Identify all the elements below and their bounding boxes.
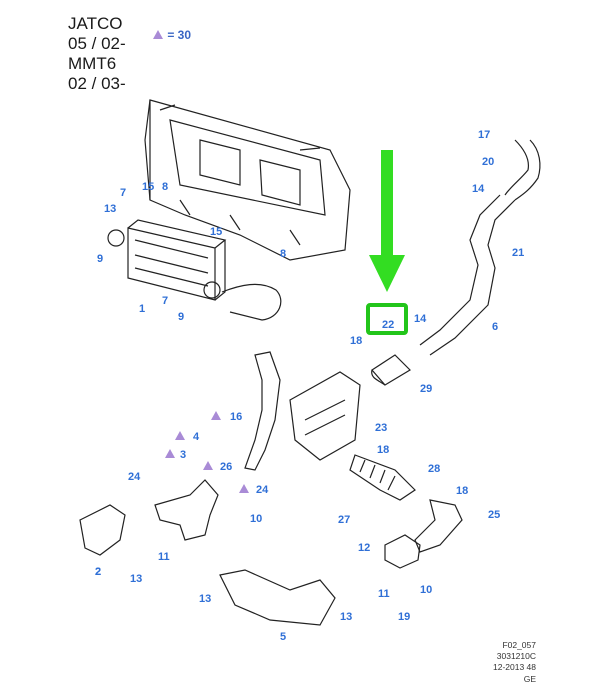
bracket-12	[384, 534, 421, 569]
callout-24: 24	[256, 484, 269, 496]
callout-12: 12	[358, 542, 370, 554]
callout-23: 23	[375, 422, 387, 434]
callout-24: 24	[128, 471, 141, 483]
callout-13: 13	[130, 573, 142, 585]
callout-18: 18	[377, 444, 389, 456]
callout-21: 21	[512, 247, 524, 259]
callout-25: 25	[488, 509, 500, 521]
callout-15: 15	[142, 181, 154, 193]
arrow-icon	[369, 150, 405, 292]
callout-20: 20	[482, 156, 494, 168]
callout-10: 10	[420, 584, 432, 596]
callout-8: 8	[280, 248, 286, 260]
callout-7: 7	[120, 187, 126, 199]
callout-4: 4	[193, 431, 200, 443]
callout-2: 2	[95, 566, 101, 578]
triangle-icon	[239, 484, 249, 493]
callout-16: 16	[230, 411, 242, 423]
callout-8: 8	[162, 181, 168, 193]
footer-line-3: 12-2013 48	[492, 662, 536, 672]
callout-2: 2	[95, 566, 101, 578]
callout-5: 5	[280, 631, 286, 643]
callout-15: 15	[210, 226, 222, 238]
callout-6: 6	[492, 321, 498, 333]
legend: = 30	[152, 28, 191, 42]
triangle-icon	[153, 30, 163, 39]
model-title-1: JATCO	[68, 14, 123, 33]
footer-line-1: F02_057	[502, 640, 536, 650]
callout-10: 10	[250, 513, 262, 525]
callout-17: 17	[478, 129, 490, 141]
callout-9: 9	[178, 311, 184, 323]
triangle-icon	[165, 449, 175, 458]
intercooler	[107, 219, 227, 301]
elbow-2	[79, 504, 126, 556]
callout-11: 11	[158, 551, 170, 563]
callout-7: 7	[162, 295, 168, 307]
callout-29: 29	[420, 383, 432, 395]
callout-1: 1	[139, 303, 145, 315]
footer-line-4: GE	[523, 674, 536, 684]
callout-27: 27	[338, 514, 350, 526]
model-title-2: 05 / 02-	[68, 34, 126, 53]
model-title-4: 02 / 03-	[68, 74, 126, 93]
callout-28: 28	[428, 463, 440, 475]
callout-19: 19	[398, 611, 410, 623]
hose-5	[219, 569, 336, 626]
pipe-assembly-lower	[154, 479, 219, 541]
triangle-icon	[175, 431, 185, 440]
footer-line-2: 3031210C	[496, 651, 536, 661]
model-title-3: MMT6	[68, 54, 117, 73]
callout-22: 22	[382, 319, 394, 331]
hose-16	[244, 351, 281, 471]
duct-23	[289, 371, 361, 461]
callout-3: 3	[180, 449, 186, 461]
hose-28	[349, 454, 416, 501]
radiator-support	[144, 99, 351, 261]
triangle-icon	[203, 461, 213, 470]
callout-13: 13	[199, 593, 211, 605]
callout-14: 14	[472, 183, 485, 195]
callout-9: 9	[97, 253, 103, 265]
callout-18: 18	[456, 485, 468, 497]
callout-14: 14	[414, 313, 427, 325]
callout-11: 11	[378, 588, 390, 600]
legend-text: = 30	[167, 28, 192, 42]
hose-22	[371, 354, 411, 386]
callout-26: 26	[220, 461, 232, 473]
callout-13: 13	[340, 611, 352, 623]
hose-25	[414, 499, 463, 553]
highlight-box	[366, 303, 408, 335]
callout-18: 18	[350, 335, 362, 347]
pipe-6	[419, 139, 541, 356]
callout-13: 13	[104, 203, 116, 215]
hose-upper-right	[221, 283, 282, 321]
triangle-icon	[211, 411, 221, 420]
